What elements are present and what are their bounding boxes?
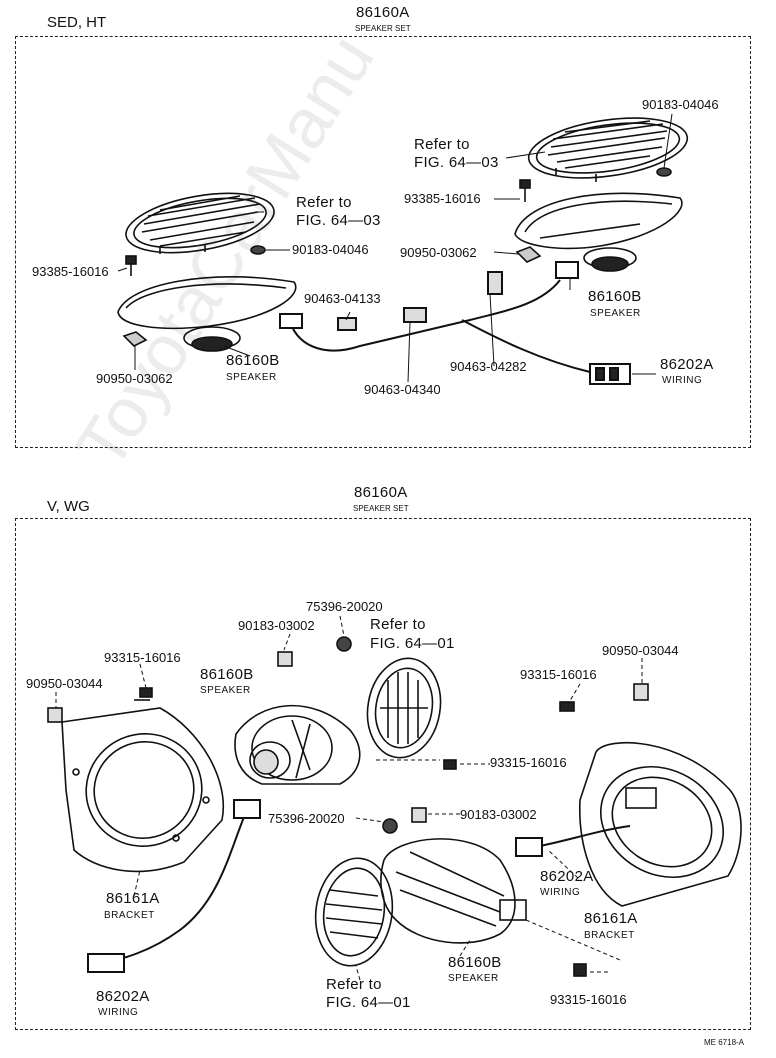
- top-section-frame: [15, 36, 751, 448]
- clip-top-left: [122, 331, 148, 347]
- leader-lines-top: [117, 113, 673, 383]
- speaker-right-number: 86160B: [588, 288, 642, 305]
- bottom-section-frame: [15, 518, 751, 1030]
- clip-bottom-middle: [411, 807, 427, 823]
- part-90183-04046-right: 90183-04046: [642, 97, 719, 112]
- wiring-right-label: WIRING: [540, 887, 581, 898]
- bracket-left-bottom: [61, 707, 224, 873]
- part-90463-04340: 90463-04340: [364, 382, 441, 397]
- grille-bottom-left: [314, 857, 394, 967]
- part-90463-04282: 90463-04282: [450, 359, 527, 374]
- wiring-left-number: 86202A: [96, 988, 150, 1005]
- grille-top-middle: [366, 657, 442, 759]
- part-90950-03062-left: 90950-03062: [96, 371, 173, 386]
- refer-to-left-line2: FIG. 64—03: [296, 212, 381, 229]
- speaker-right-top: [514, 192, 683, 272]
- footer-code: ME 6718-A: [704, 1038, 745, 1047]
- section-header-v-wg: V, WG: [47, 498, 90, 515]
- washer-top-left: [250, 245, 266, 255]
- part-90950-03062-right: 90950-03062: [400, 245, 477, 260]
- screw-top-right: [519, 179, 531, 202]
- refer-to-top-line2: FIG. 64—01: [370, 635, 455, 652]
- grille-left-top: [125, 192, 275, 254]
- speaker-bottom-number: 86160B: [448, 954, 502, 971]
- refer-to-top-line1: Refer to: [370, 616, 426, 633]
- part-90950-03044-left: 90950-03044: [26, 676, 103, 691]
- clip-bottom-right: [633, 683, 649, 701]
- speaker-top-middle: [234, 704, 361, 785]
- wiring-left-label: WIRING: [98, 1007, 139, 1018]
- screw-bottom-low: [573, 963, 587, 977]
- part-93315-16016-right: 93315-16016: [520, 667, 597, 682]
- grommet-top: [336, 636, 352, 652]
- speaker-right-label: SPEAKER: [590, 308, 641, 319]
- screw-bottom-middle: [443, 759, 457, 770]
- speaker-top-number: 86160B: [200, 666, 254, 683]
- part-93385-16016-right: 93385-16016: [404, 191, 481, 206]
- bracket-left-number: 86161A: [106, 890, 160, 907]
- wiring-harness-top: [279, 261, 631, 385]
- clip-top-right: [515, 246, 542, 263]
- speaker-top-label: SPEAKER: [200, 685, 251, 696]
- speaker-bottom-middle: [380, 838, 527, 944]
- refer-to-right-line2: FIG. 64—03: [414, 154, 499, 171]
- refer-to-right-line1: Refer to: [414, 136, 470, 153]
- part-93385-16016-left: 93385-16016: [32, 264, 109, 279]
- part-90463-04133: 90463-04133: [304, 291, 381, 306]
- set-number-top: 86160A: [356, 4, 410, 21]
- part-93315-16016-left: 93315-16016: [104, 650, 181, 665]
- bracket-left-label: BRACKET: [104, 910, 155, 921]
- refer-to-bottom-line1: Refer to: [326, 976, 382, 993]
- refer-to-bottom-line2: FIG. 64—01: [326, 994, 411, 1011]
- washer-top-right: [656, 167, 672, 177]
- set-number-bottom: 86160A: [354, 484, 408, 501]
- part-90950-03044-right: 90950-03044: [602, 643, 679, 658]
- clip-bottom-top: [277, 651, 293, 667]
- wiring-harness-bottom: [87, 799, 631, 973]
- part-93315-16016-middle: 93315-16016: [490, 755, 567, 770]
- part-90183-03002-top: 90183-03002: [238, 618, 315, 633]
- clip-bottom-left: [47, 707, 63, 723]
- speaker-left-top: [117, 276, 297, 352]
- screw-bottom-right: [559, 701, 575, 712]
- grille-right-top: [527, 117, 689, 182]
- set-label-top: SPEAKER SET: [355, 24, 411, 33]
- part-93315-16016-bottom: 93315-16016: [550, 992, 627, 1007]
- speaker-left-number: 86160B: [226, 352, 280, 369]
- part-90183-04046-left: 90183-04046: [292, 242, 369, 257]
- screw-top-left: [125, 255, 137, 276]
- bracket-right-label: BRACKET: [584, 930, 635, 941]
- speaker-bottom-label: SPEAKER: [448, 973, 499, 984]
- part-75396-20020-middle: 75396-20020: [268, 811, 345, 826]
- part-90183-03002-middle: 90183-03002: [460, 807, 537, 822]
- set-label-bottom: SPEAKER SET: [353, 504, 409, 513]
- wiring-top-number: 86202A: [660, 356, 714, 373]
- grommet-middle: [382, 818, 398, 834]
- leader-lines-bottom: [55, 615, 643, 981]
- wiring-right-number: 86202A: [540, 868, 594, 885]
- bracket-right-bottom: [578, 742, 742, 907]
- part-75396-20020-top: 75396-20020: [306, 599, 383, 614]
- screw-bottom-left: [134, 687, 153, 701]
- speaker-left-label: SPEAKER: [226, 372, 277, 383]
- wiring-top-label: WIRING: [662, 375, 703, 386]
- refer-to-left-line1: Refer to: [296, 194, 352, 211]
- bracket-right-number: 86161A: [584, 910, 638, 927]
- section-header-sed-ht: SED, HT: [47, 14, 107, 31]
